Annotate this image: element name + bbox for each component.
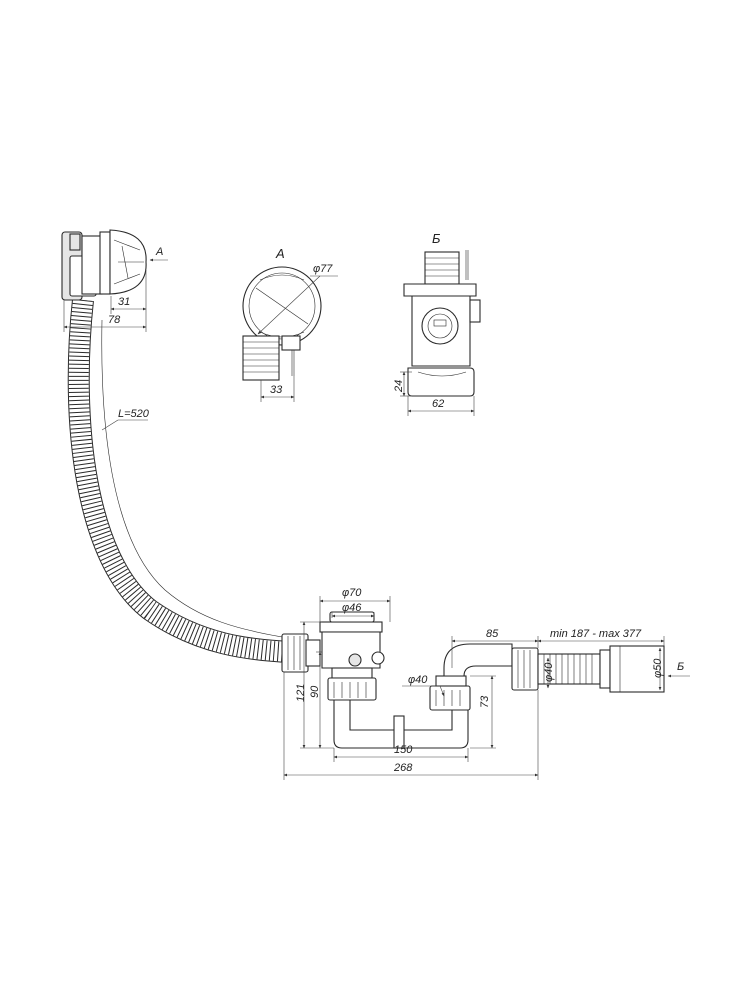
dim-phi77: φ77	[257, 263, 338, 335]
dim-31-label: 31	[118, 296, 130, 308]
view-b-title: Б	[432, 231, 441, 246]
dim-121: 121	[295, 621, 334, 749]
view-b-arrow: Б	[667, 661, 690, 678]
dim-62: 62	[407, 396, 475, 416]
dim-90: 90	[309, 651, 322, 749]
dim-phi50: φ50	[652, 647, 664, 691]
dim-phi40-left-label: φ40	[408, 674, 428, 686]
view-a-title: A	[275, 246, 285, 261]
dim-phi46: φ46	[331, 602, 375, 618]
dim-phi40-right-label: φ40	[543, 662, 555, 682]
hose-length-leader: L=520	[101, 408, 150, 431]
hose-length-label: L=520	[118, 408, 150, 420]
dim-24: 24	[393, 371, 412, 397]
dim-31: 31	[110, 270, 147, 314]
dim-150: 150	[333, 744, 469, 762]
dim-268-label: 268	[393, 762, 413, 774]
view-a: A	[242, 246, 322, 381]
view-b-mark: Б	[677, 661, 684, 673]
dim-33: 33	[260, 376, 295, 402]
dim-phi40-right: φ40	[543, 657, 555, 689]
dim-85: 85	[451, 628, 539, 668]
dim-268: 268	[283, 672, 539, 780]
view-a-mark: A	[155, 246, 163, 258]
drain-assembly	[281, 611, 665, 749]
dim-phi70: φ70	[319, 587, 391, 622]
dim-phi50-label: φ50	[652, 658, 664, 678]
dim-24-label: 24	[393, 380, 405, 393]
dim-73: 73	[470, 675, 496, 749]
dim-78-label: 78	[108, 314, 121, 326]
dim-78: 78	[63, 300, 147, 332]
dim-90-label: 90	[309, 685, 321, 698]
dim-phi40-left: φ40	[402, 674, 445, 697]
dim-121-label: 121	[295, 684, 307, 702]
dim-33-label: 33	[270, 384, 283, 396]
overflow-assembly	[61, 229, 147, 301]
dim-73-label: 73	[479, 695, 491, 708]
dim-phi77-label: φ77	[313, 263, 333, 275]
view-a-arrow: A	[149, 246, 168, 262]
dim-85-label: 85	[486, 628, 499, 640]
dim-150-label: 150	[394, 744, 413, 756]
dim-phi46-label: φ46	[342, 602, 362, 614]
dim-min-max-label: min 187 - max 377	[550, 628, 642, 640]
dim-phi70-label: φ70	[342, 587, 362, 599]
dim-min-max: min 187 - max 377	[537, 628, 665, 646]
corrugated-hose	[67, 298, 291, 663]
dim-62-label: 62	[432, 398, 444, 410]
view-b: Б	[403, 231, 481, 397]
